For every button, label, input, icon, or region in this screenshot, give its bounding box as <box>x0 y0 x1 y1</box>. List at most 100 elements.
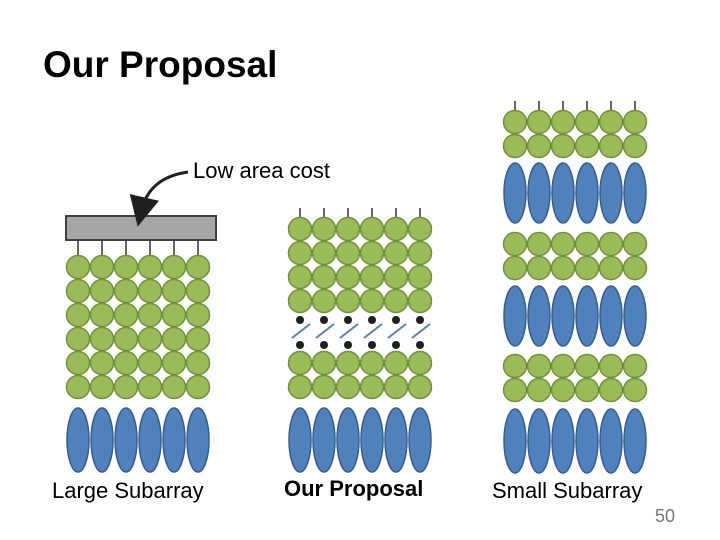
large-subarray-cell <box>185 326 211 352</box>
proposal-upper-cell <box>335 264 361 290</box>
large-subarray-cell <box>113 326 139 352</box>
small-subarray-cell <box>502 109 528 135</box>
small-subarray-cell <box>598 231 624 257</box>
isolation-link <box>411 323 431 339</box>
proposal-lower-cell <box>407 374 433 400</box>
isolation-link <box>387 323 407 339</box>
large-subarray-cell <box>89 374 115 400</box>
small-subarray-cell <box>622 255 648 281</box>
proposal-upper-cell <box>335 216 361 242</box>
row-buffer-bar <box>65 215 217 241</box>
large-subarray-cell <box>113 254 139 280</box>
proposal-lower-cell <box>407 350 433 376</box>
small-subarray-cell <box>574 231 600 257</box>
proposal-upper-cell <box>335 240 361 266</box>
small-subarray-cell <box>598 377 624 403</box>
proposal-upper-cell <box>407 240 433 266</box>
small-subarray-cell <box>622 353 648 379</box>
small-subarray-cell <box>502 377 528 403</box>
small-subarray-cell <box>502 255 528 281</box>
large-subarray-cell <box>113 374 139 400</box>
proposal-lower-cell <box>311 350 337 376</box>
large-subarray-cell <box>89 254 115 280</box>
small-subarray-cell <box>526 255 552 281</box>
large-subarray-cell <box>185 254 211 280</box>
proposal-lower-cell <box>359 374 385 400</box>
proposal-upper-cell <box>407 216 433 242</box>
small-subarray-cell <box>574 133 600 159</box>
large-subarray-cell <box>161 302 187 328</box>
proposal-lower-cell <box>287 350 313 376</box>
isolation-transistor <box>320 316 328 324</box>
proposal-sense-amp <box>312 407 336 473</box>
large-subarray-cell <box>137 326 163 352</box>
isolation-transistor <box>344 316 352 324</box>
small-subarray-sense-amp <box>503 408 527 474</box>
small-subarray-cell <box>550 231 576 257</box>
small-subarray-cell <box>550 133 576 159</box>
proposal-upper-cell <box>359 216 385 242</box>
proposal-lower-cell <box>335 350 361 376</box>
small-subarray-cell <box>622 133 648 159</box>
large-subarray-cell <box>185 350 211 376</box>
large-subarray-cell <box>185 302 211 328</box>
proposal-lower-cell <box>359 350 385 376</box>
proposal-upper-cell <box>311 216 337 242</box>
isolation-transistor <box>392 316 400 324</box>
large-subarray-cell <box>161 278 187 304</box>
small-subarray-sense-amp <box>575 162 599 224</box>
large-subarray-cell <box>65 302 91 328</box>
proposal-upper-cell <box>311 264 337 290</box>
small-subarray-sense-amp <box>527 162 551 224</box>
small-subarray-cell <box>550 377 576 403</box>
small-subarray-cell <box>502 231 528 257</box>
small-subarray-sense-amp <box>575 408 599 474</box>
proposal-sense-amp <box>336 407 360 473</box>
small-subarray-sense-amp <box>599 408 623 474</box>
proposal-upper-cell <box>407 264 433 290</box>
label-large-subarray: Large Subarray <box>52 478 204 503</box>
large-subarray-cell <box>161 374 187 400</box>
proposal-upper-cell <box>311 288 337 314</box>
isolation-transistor <box>368 341 376 349</box>
isolation-link <box>315 323 335 339</box>
large-subarray-cell <box>161 350 187 376</box>
large-subarray-cell <box>89 326 115 352</box>
small-subarray-sense-amp <box>551 285 575 347</box>
small-subarray-cell <box>598 255 624 281</box>
isolation-link <box>291 323 311 339</box>
small-subarray-cell <box>550 353 576 379</box>
small-subarray-cell <box>526 231 552 257</box>
small-subarray-sense-amp <box>599 162 623 224</box>
large-subarray-cell <box>89 278 115 304</box>
proposal-upper-cell <box>383 264 409 290</box>
large-subarray-sense-amp <box>138 407 162 473</box>
small-subarray-cell <box>574 377 600 403</box>
proposal-upper-cell <box>359 288 385 314</box>
annotation-arrow <box>129 170 189 227</box>
large-subarray-sense-amp <box>90 407 114 473</box>
slide-title: Our Proposal <box>43 44 278 85</box>
label-our-proposal: Our Proposal <box>284 476 424 501</box>
small-subarray-cell <box>526 353 552 379</box>
small-subarray-cell <box>574 353 600 379</box>
proposal-lower-cell <box>335 374 361 400</box>
small-subarray-sense-amp <box>575 285 599 347</box>
small-subarray-sense-amp <box>599 285 623 347</box>
small-subarray-cell <box>574 255 600 281</box>
large-subarray-cell <box>65 350 91 376</box>
small-subarray-sense-amp <box>527 408 551 474</box>
large-subarray-sense-amp <box>114 407 138 473</box>
isolation-transistor <box>416 316 424 324</box>
small-subarray-cell <box>598 353 624 379</box>
proposal-sense-amp <box>408 407 432 473</box>
proposal-upper-cell <box>383 216 409 242</box>
proposal-sense-amp <box>384 407 408 473</box>
small-subarray-cell <box>526 133 552 159</box>
annotation-low-area-cost: Low area cost <box>193 158 330 183</box>
isolation-transistor <box>320 341 328 349</box>
proposal-sense-amp <box>360 407 384 473</box>
small-subarray-sense-amp <box>551 408 575 474</box>
isolation-transistor <box>368 316 376 324</box>
